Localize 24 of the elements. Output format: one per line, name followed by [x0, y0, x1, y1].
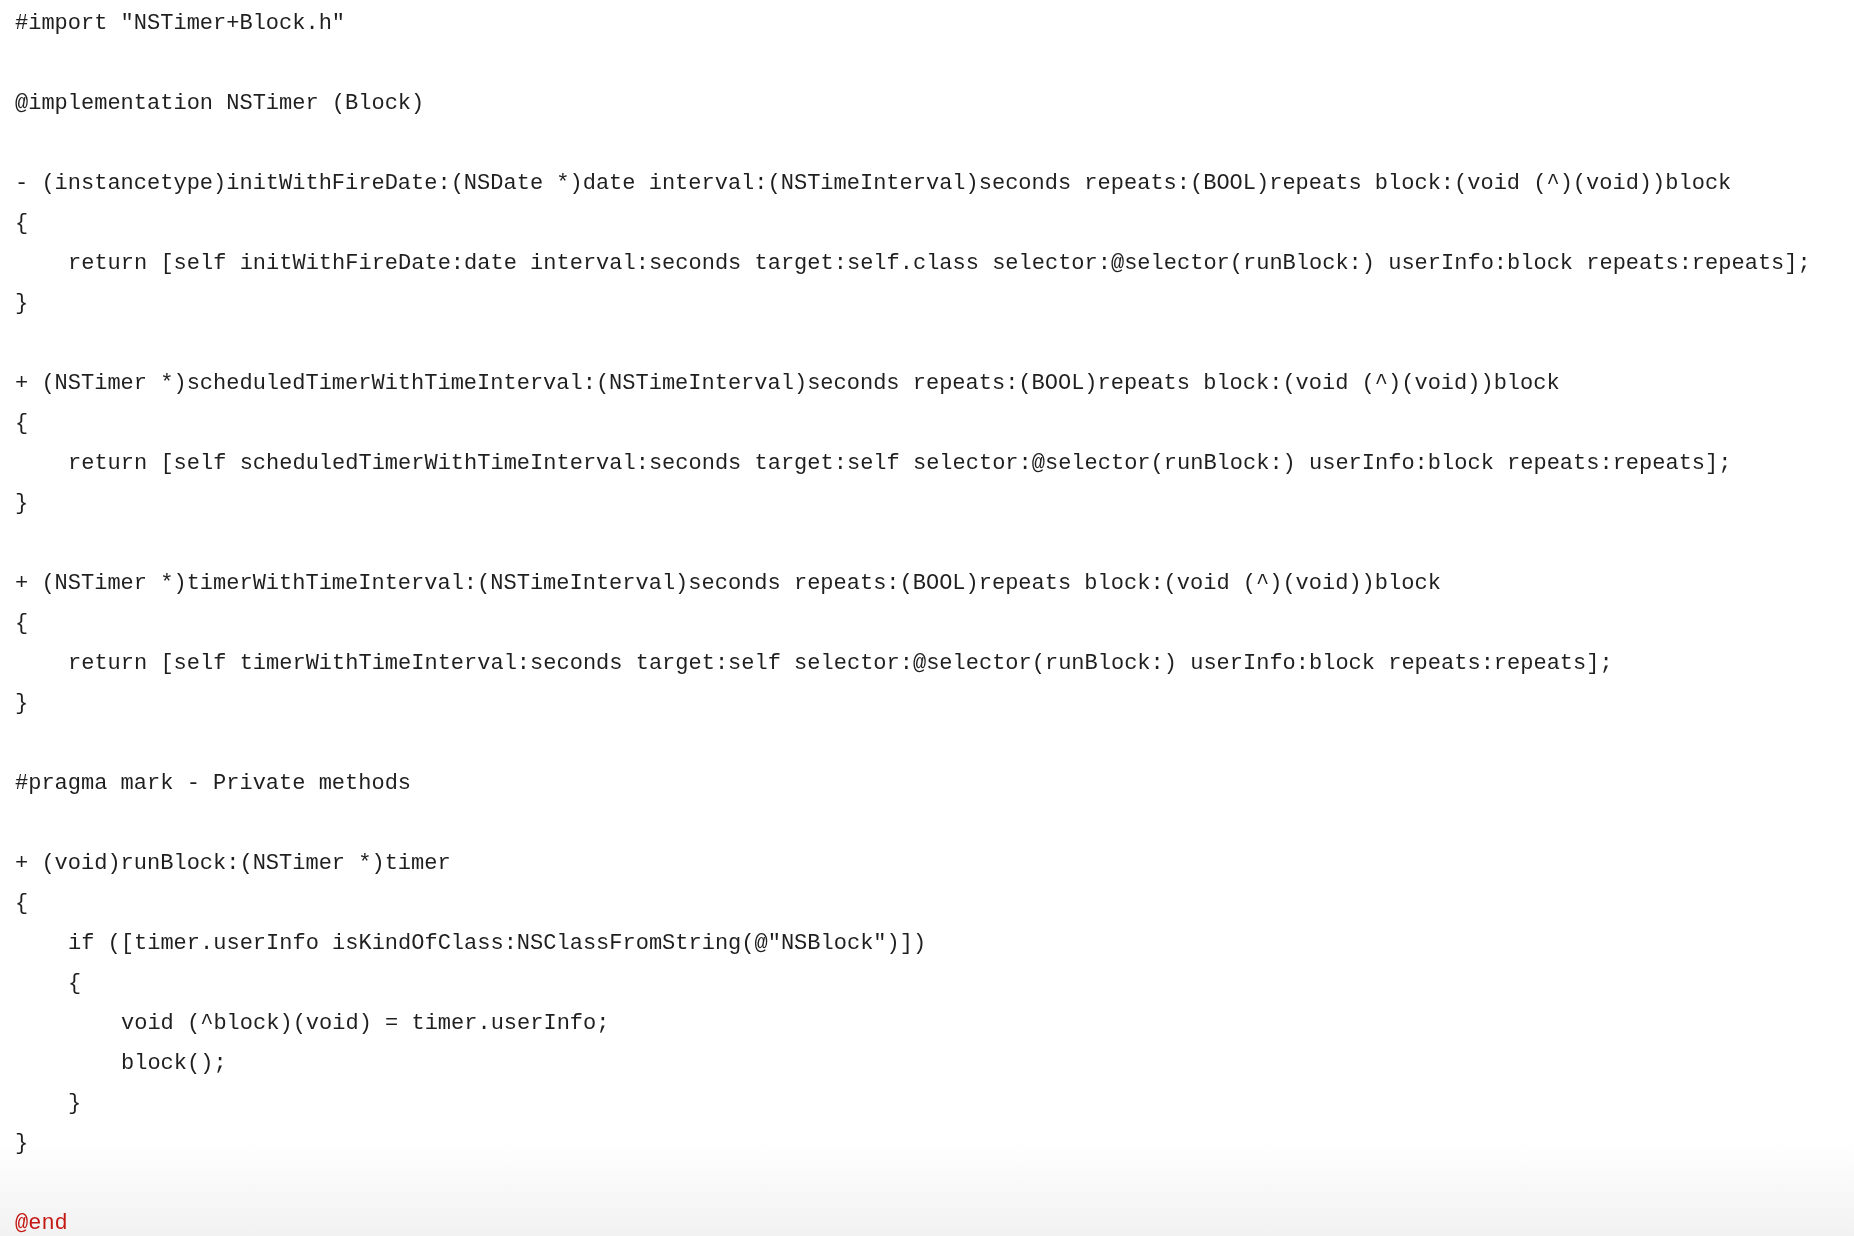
code-line: { [68, 970, 82, 998]
code-line: + (NSTimer *)timerWithTimeInterval:(NSTimeInterval)seconds repeats:(BOOL)repeats block:(void (^)(void))block [15, 570, 1441, 598]
code-line: + (NSTimer *)scheduledTimerWithTimeInterval:(NSTimeInterval)seconds repeats:(BOOL)repeats block:(void (^)(void))block [15, 370, 1560, 398]
code-line: void (^block)(void) = timer.userInfo; [121, 1010, 610, 1038]
code-line: } [15, 690, 29, 718]
code-line: return [self initWithFireDate:date interval:seconds target:self.class selector:@selector(runBlock:) userInfo:block repeats:repeats]; [68, 250, 1811, 278]
code-line: return [self scheduledTimerWithTimeInterval:seconds target:self selector:@selector(runBlock:) userInfo:block repeats:repeats]; [68, 450, 1732, 478]
code-line: @implementation NSTimer (Block) [15, 90, 425, 118]
code-line: @end [15, 1210, 68, 1236]
code-line: } [15, 290, 29, 318]
code-line: #pragma mark - Private methods [15, 770, 412, 798]
code-line: { [15, 890, 29, 918]
code-line: return [self timerWithTimeInterval:seconds target:self selector:@selector(runBlock:) userInfo:block repeats:repeats]; [68, 650, 1613, 678]
code-line: } [15, 490, 29, 518]
code-line: block(); [121, 1050, 227, 1078]
code-line: { [15, 610, 29, 638]
code-line: + (void)runBlock:(NSTimer *)timer [15, 850, 451, 878]
code-line: } [68, 1090, 82, 1118]
code-line: - (instancetype)initWithFireDate:(NSDate *)date interval:(NSTimeInterval)seconds repeats:(BOOL)repeats block:(void (^)(void))block [15, 170, 1732, 198]
code-line: { [15, 410, 29, 438]
code-line: if ([timer.userInfo isKindOfClass:NSClassFromString(@"NSBlock")]) [68, 930, 927, 958]
code-line: } [15, 1130, 29, 1158]
code-line: { [15, 210, 29, 238]
code-line: #import "NSTimer+Block.h" [15, 10, 346, 38]
